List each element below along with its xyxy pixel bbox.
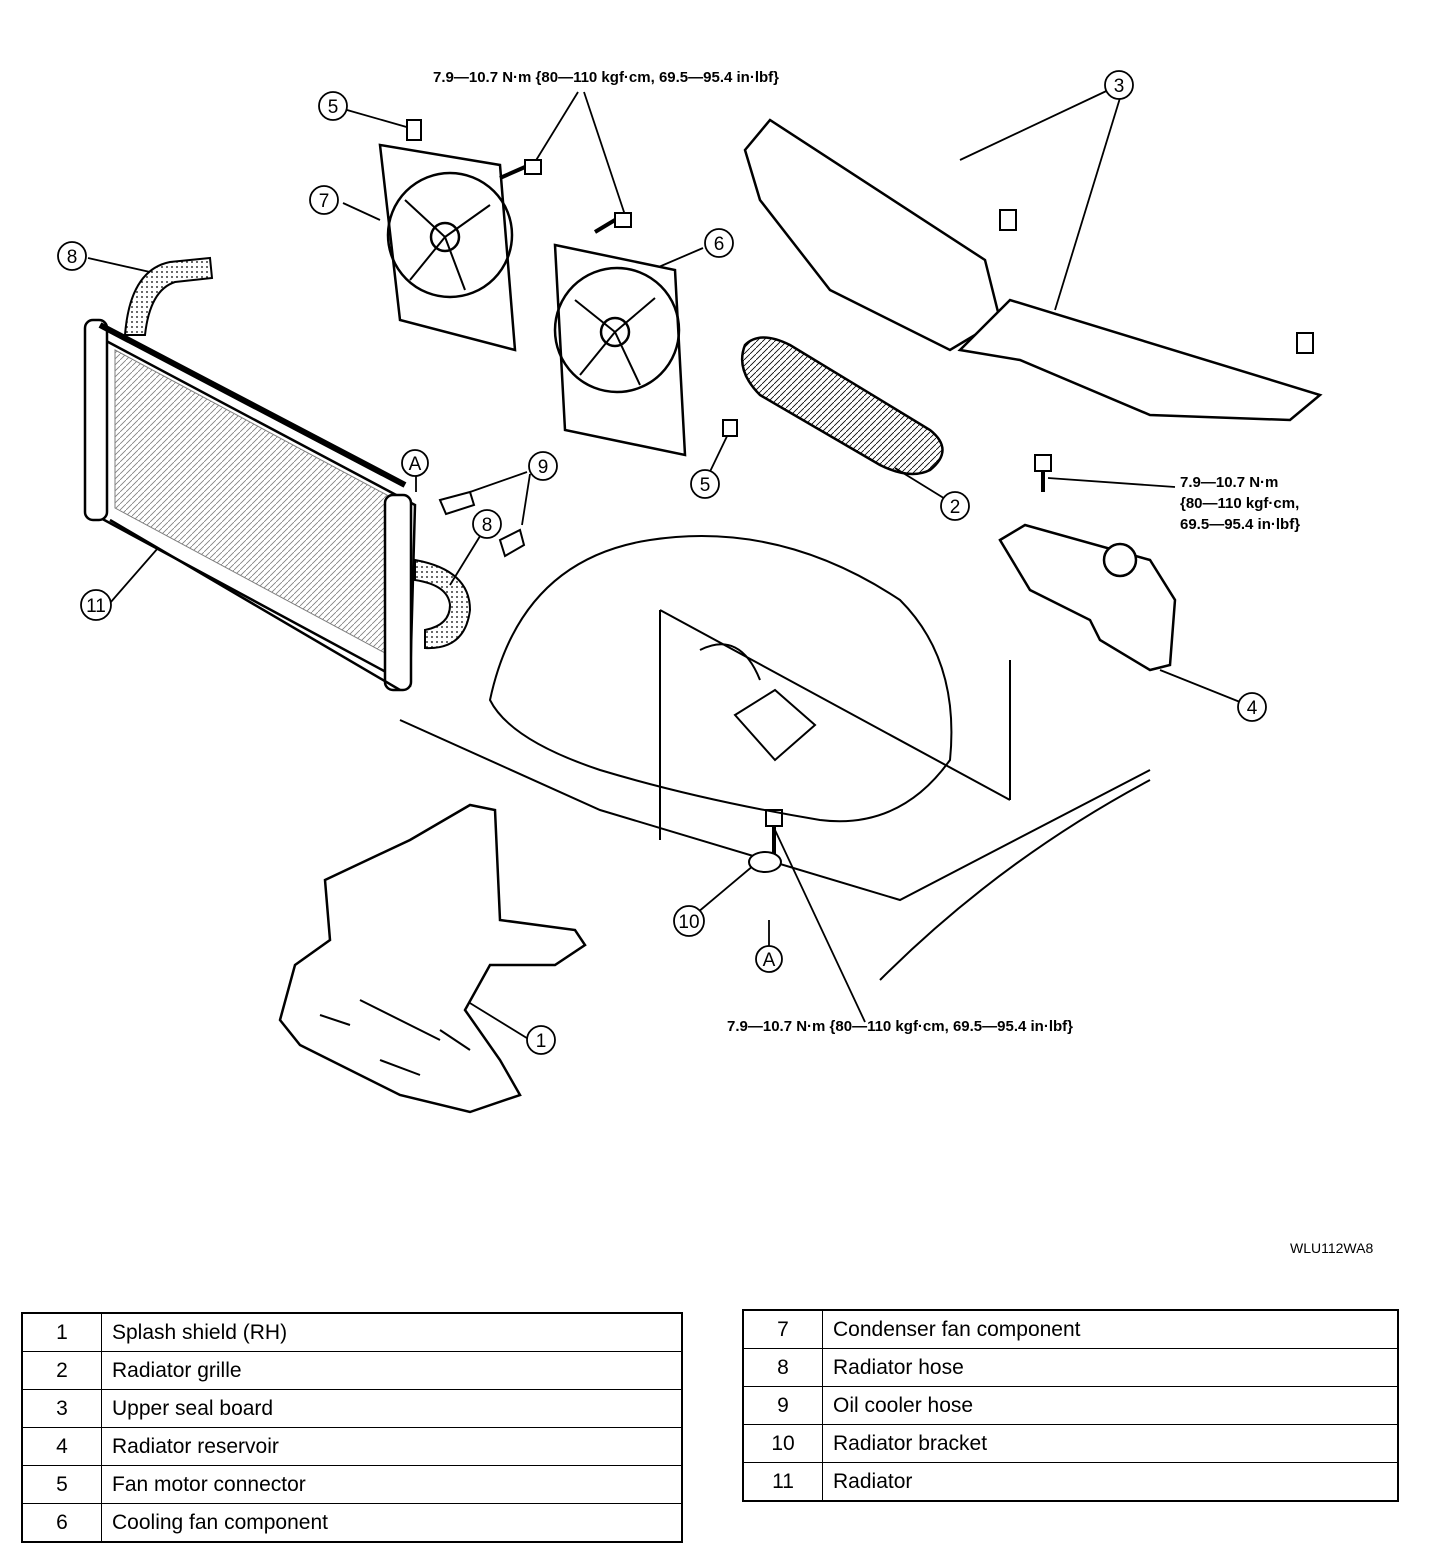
radiator: [83, 318, 417, 692]
legend-name: Cooling fan component: [101, 1503, 683, 1543]
bolts: [406, 119, 1314, 868]
legend-num: 1: [21, 1312, 102, 1352]
svg-text:10: 10: [678, 912, 699, 933]
callouts: 1 2 3 4 5 5 6 7 8 8 9 10 11 A A: [57, 70, 1267, 1055]
svg-text:A: A: [409, 454, 422, 475]
legend-name: Radiator reservoir: [101, 1427, 683, 1466]
callout-8-bottom: 8: [472, 509, 502, 539]
svg-text:5: 5: [700, 475, 711, 496]
callout-8-top: 8: [57, 241, 87, 271]
callout-a-top: A: [401, 449, 429, 477]
radiator-grille: [740, 336, 944, 476]
legend-name: Upper seal board: [101, 1389, 683, 1428]
torque-spec-reservoir-line3: 69.5—95.4 in·lbf}: [1180, 516, 1300, 533]
svg-text:8: 8: [67, 247, 78, 268]
legend-name: Radiator bracket: [822, 1424, 1399, 1463]
callout-4: 4: [1237, 692, 1267, 722]
torque-spec-bracket-bolt: 7.9—10.7 N·m {80—110 kgf·cm, 69.5—95.4 i…: [727, 1018, 1073, 1035]
legend-name: Fan motor connector: [101, 1465, 683, 1504]
svg-text:A: A: [763, 950, 776, 971]
callout-6: 6: [704, 228, 734, 258]
legend-num: 7: [742, 1309, 823, 1349]
callout-11: 11: [80, 589, 112, 621]
exploded-view-diagram: 7.9—10.7 N·m {80—110 kgf·cm, 69.5—95.4 i…: [57, 69, 1323, 1114]
callout-10: 10: [673, 905, 705, 937]
legend-num: 10: [742, 1424, 823, 1463]
legend-num: 2: [21, 1351, 102, 1390]
svg-text:6: 6: [714, 234, 725, 255]
svg-text:11: 11: [86, 596, 106, 617]
legend-num: 3: [21, 1389, 102, 1428]
legend-num: 6: [21, 1503, 102, 1543]
legend-name: Oil cooler hose: [822, 1386, 1399, 1425]
engine-bay: [399, 535, 1151, 981]
legend-num: 8: [742, 1348, 823, 1387]
callout-5-bottom: 5: [690, 469, 720, 499]
svg-text:3: 3: [1114, 76, 1125, 97]
svg-text:4: 4: [1247, 698, 1258, 719]
svg-text:8: 8: [482, 515, 493, 536]
legend-name: Splash shield (RH): [101, 1312, 683, 1352]
legend-num: 11: [742, 1462, 823, 1502]
callout-1: 1: [526, 1025, 556, 1055]
legend-name: Radiator: [822, 1462, 1399, 1502]
legend-num: 5: [21, 1465, 102, 1504]
radiator-hoses: [123, 256, 472, 650]
callout-7: 7: [309, 185, 339, 215]
svg-text:9: 9: [538, 457, 549, 478]
condenser-fan: [378, 143, 517, 352]
torque-spec-reservoir-line2: {80—110 kgf·cm,: [1180, 495, 1299, 512]
callout-9: 9: [528, 451, 558, 481]
splash-shield: [278, 803, 587, 1114]
torque-spec-fan-bolts: 7.9—10.7 N·m {80—110 kgf·cm, 69.5—95.4 i…: [433, 69, 779, 86]
legend-name: Radiator hose: [822, 1348, 1399, 1387]
callout-2: 2: [940, 491, 970, 521]
legend-name: Condenser fan component: [822, 1309, 1399, 1349]
callout-5-top: 5: [318, 91, 348, 121]
svg-text:7: 7: [319, 191, 330, 212]
torque-spec-reservoir-line1: 7.9—10.7 N·m: [1180, 474, 1278, 491]
svg-text:1: 1: [536, 1031, 547, 1052]
svg-text:2: 2: [950, 497, 961, 518]
callout-3: 3: [1104, 70, 1134, 100]
upper-seal-board: [743, 118, 1323, 422]
svg-text:5: 5: [328, 97, 339, 118]
oil-cooler-hoses: [438, 490, 526, 558]
cooling-fan: [553, 243, 687, 457]
callout-a-bottom: A: [755, 945, 783, 973]
legend-name: Radiator grille: [101, 1351, 683, 1390]
radiator-bracket: [748, 851, 782, 873]
figure-id: WLU112WA8: [1290, 1240, 1374, 1256]
legend-num: 9: [742, 1386, 823, 1425]
radiator-reservoir: [998, 523, 1177, 672]
legend-num: 4: [21, 1427, 102, 1466]
